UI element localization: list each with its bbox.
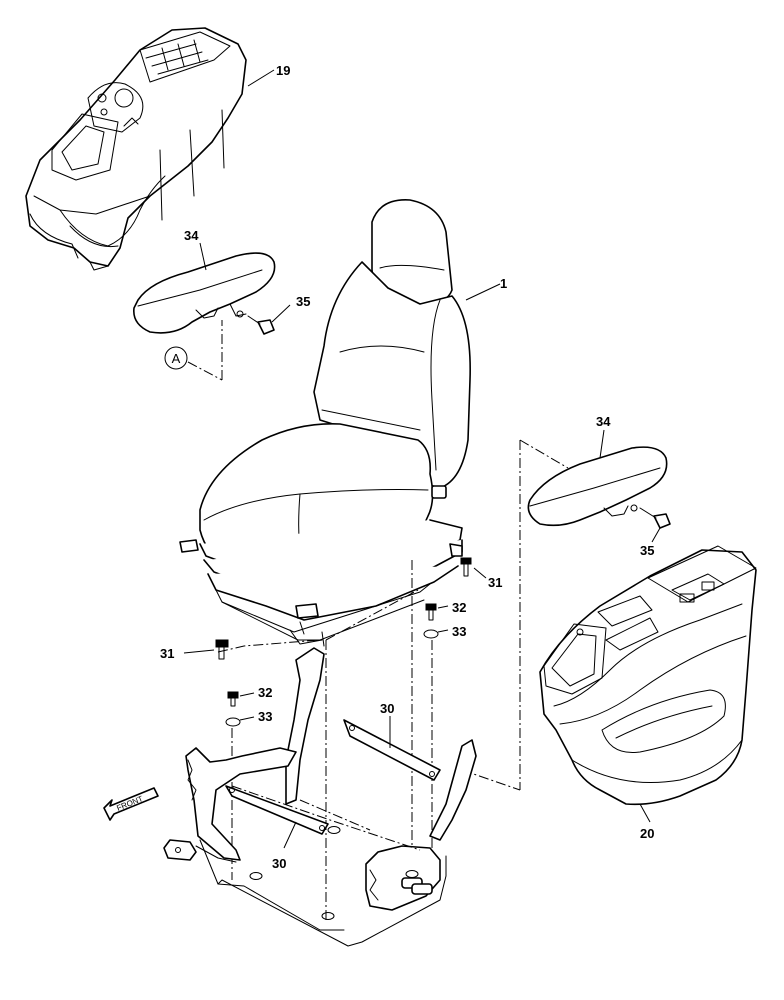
plate-part-30-lower: [225, 785, 329, 835]
callout-33-left: 33: [258, 709, 272, 724]
bolt-part-35-left: [247, 315, 275, 335]
bolt-part-31-left: [215, 639, 229, 660]
left-console-part-19: [25, 27, 247, 271]
callout-19: 19: [276, 63, 290, 78]
callout-35-left: 35: [296, 294, 310, 309]
callout-20: 20: [640, 826, 654, 841]
callout-1: 1: [500, 276, 507, 291]
callout-30-lower: 30: [272, 856, 286, 871]
plate-part-30-upper: [343, 719, 441, 781]
bolt-part-32-left: [227, 691, 239, 707]
callout-30-upper: 30: [380, 701, 394, 716]
right-armrest-part-34: [527, 446, 668, 527]
washer-part-33-right: [423, 629, 439, 639]
svg-text:FRONT: FRONT: [115, 794, 144, 813]
callout-35-right: 35: [640, 543, 654, 558]
callout-33-right: 33: [452, 624, 466, 639]
washer-part-33-left: [225, 717, 241, 727]
callout-31-left: 31: [160, 646, 174, 661]
left-armrest-part-34: [133, 252, 276, 334]
seat-part-1: [179, 199, 471, 647]
callout-34-right: 34: [596, 414, 611, 429]
bolt-part-35-right: [639, 507, 671, 529]
base-frame: [163, 647, 477, 947]
callout-31-right: 31: [488, 575, 502, 590]
callout-32-left: 32: [258, 685, 272, 700]
callout-34-left: 34: [184, 228, 199, 243]
svg-text:A: A: [172, 351, 181, 366]
front-direction-arrow: FRONT: [103, 787, 159, 821]
reference-marker-a: A: [164, 346, 188, 370]
bolt-part-31-right: [460, 557, 472, 577]
bolt-part-32-right: [425, 603, 437, 621]
right-console-part-20: [539, 545, 757, 806]
callout-32-right: 32: [452, 600, 466, 615]
